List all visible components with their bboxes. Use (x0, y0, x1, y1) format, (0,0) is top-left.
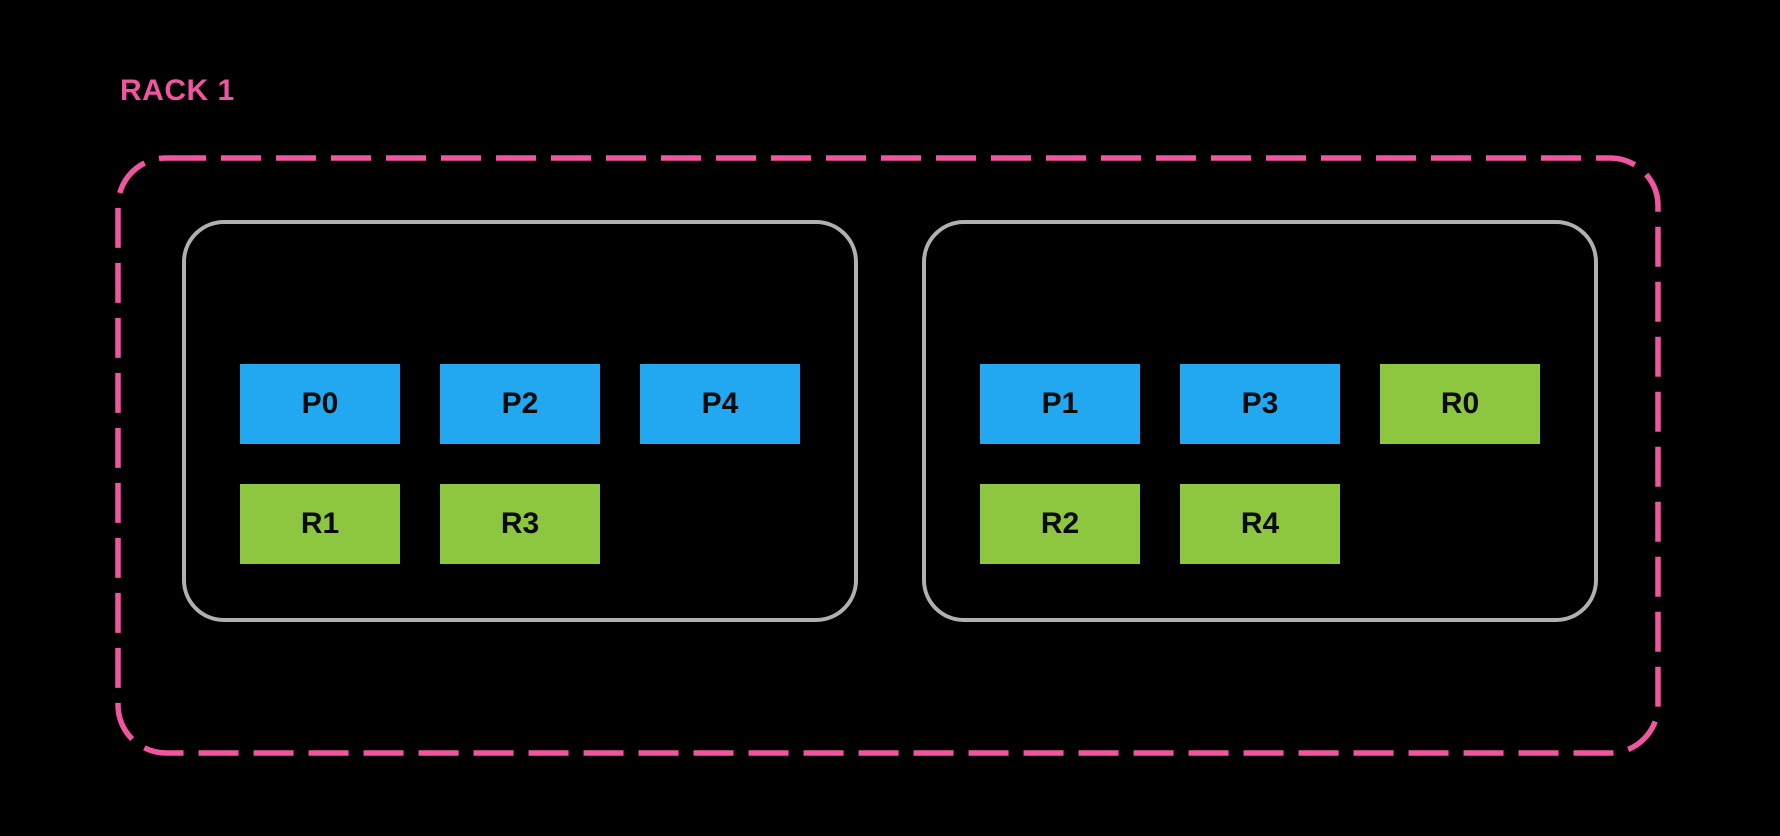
shard-box-r0: R0 (1380, 364, 1540, 444)
shard-box-p4: P4 (640, 364, 800, 444)
shard-box-p3: P3 (1180, 364, 1340, 444)
shard-box-r1: R1 (240, 484, 400, 564)
shard-box-p1: P1 (980, 364, 1140, 444)
shard-row: R2 R4 (980, 484, 1540, 564)
shard-box-r4: R4 (1180, 484, 1340, 564)
shard-row: R1 R3 (240, 484, 800, 564)
shard-box-p2: P2 (440, 364, 600, 444)
shard-row: P0 P2 P4 (240, 364, 800, 444)
rack-title: RACK 1 (120, 74, 235, 107)
shard-box-r3: R3 (440, 484, 600, 564)
shard-row: P1 P3 R0 (980, 364, 1540, 444)
shard-box-p0: P0 (240, 364, 400, 444)
shard-box-r2: R2 (980, 484, 1140, 564)
